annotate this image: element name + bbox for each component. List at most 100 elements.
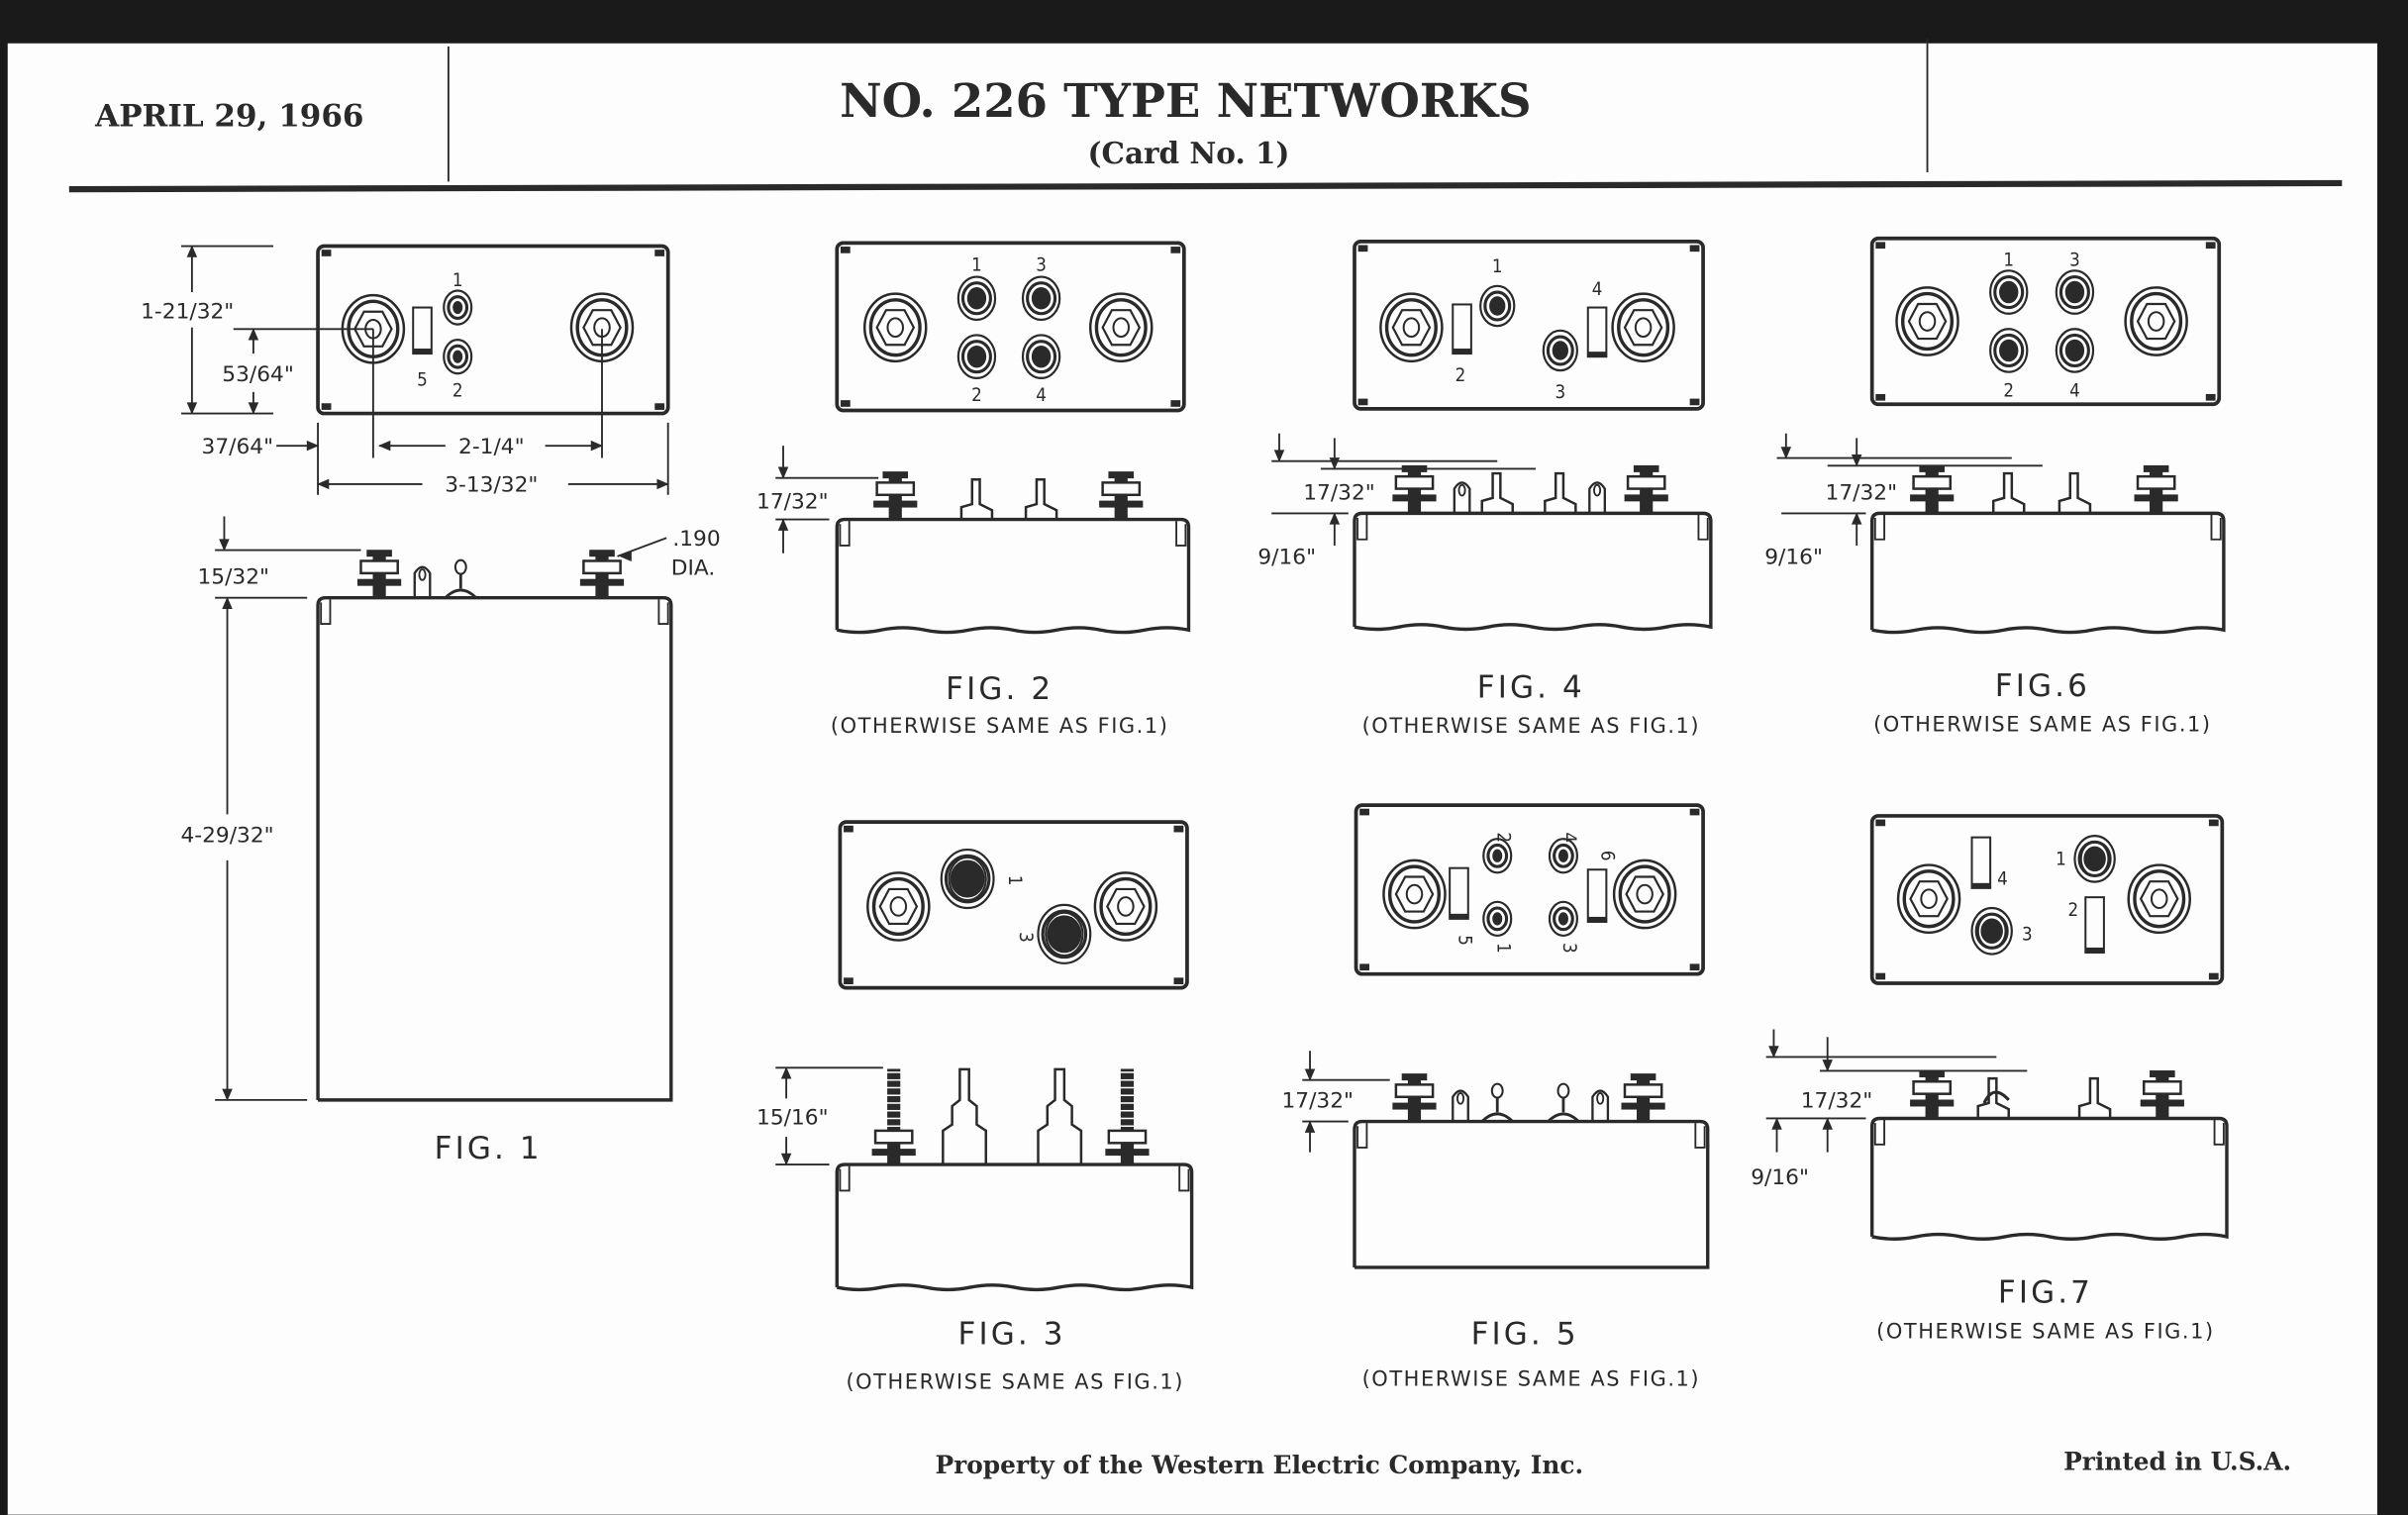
terminal-post-icon [888, 472, 902, 520]
terminal-ring [1387, 864, 1442, 924]
small-terminal-ring [1993, 274, 2025, 310]
corner-mark [1875, 393, 1886, 401]
figure-caption: (OTHERWISE SAME AS FIG.1) [831, 714, 1169, 738]
side-view-body [835, 517, 1191, 635]
terminal-washer [873, 500, 918, 508]
terminal-number: 1 [1492, 943, 1513, 954]
terminal-washer [357, 578, 402, 586]
corner-mark [844, 977, 853, 985]
terminal-cap [1919, 1070, 1945, 1077]
terminal-number: 2 [971, 385, 982, 406]
terminal-cap [366, 550, 392, 557]
top-view-panel [1869, 236, 2222, 407]
lug-hole [1593, 483, 1602, 497]
small-terminal-center [2089, 852, 2100, 865]
terminal-number: 3 [1015, 932, 1036, 943]
hex-nut-icon [875, 309, 916, 347]
figure-caption: (OTHERWISE SAME AS FIG.1) [1876, 1319, 2215, 1343]
terminal-icon [1382, 858, 1447, 930]
terminal-number: 3 [1558, 943, 1579, 954]
corner-mark [1689, 963, 1700, 971]
plunger-icon [942, 1067, 987, 1166]
small-terminal-center [1492, 912, 1503, 926]
side-view-body [1869, 1116, 2229, 1241]
side-view-body [1353, 511, 1713, 632]
terminal-stud [2150, 888, 2168, 910]
small-terminal-ring [2058, 333, 2090, 368]
arrowhead [306, 440, 320, 452]
small-terminal-ring [1049, 917, 1080, 952]
terminal-ring [2133, 869, 2186, 929]
side-view-body [835, 1162, 1194, 1292]
small-terminal-icon [1482, 900, 1513, 938]
terminal-washer [1099, 500, 1144, 508]
terminal-ring [1618, 864, 1671, 924]
arrowhead [590, 440, 603, 452]
terminal-number: 2 [2003, 381, 2014, 402]
terminal-nut [2136, 474, 2176, 490]
terminal-washer [1624, 494, 1668, 502]
terminal-icon [2127, 863, 2191, 935]
figure-caption: (OTHERWISE SAME AS FIG.1) [1362, 1366, 1701, 1390]
dim-label: 17/32" [1826, 480, 1898, 505]
terminal-nut [582, 559, 622, 575]
terminal-nut [1394, 1083, 1435, 1099]
arrowhead [1780, 447, 1792, 459]
small-terminal-icon [443, 339, 473, 375]
hook-lug-icon [2077, 1076, 2112, 1119]
dim-label: 3-13/32" [445, 473, 538, 498]
terminal-ring [1099, 876, 1153, 937]
terminal-washer [2134, 494, 2178, 502]
hook-lug-icon [2057, 471, 2092, 514]
hex-nut-icon [1391, 309, 1432, 347]
subtitle: (Card No. 1) [1088, 136, 1290, 170]
top-view-panel [1354, 803, 1705, 976]
terminal-icon [1611, 292, 1675, 363]
terminal-washer [1392, 1102, 1437, 1110]
labels: 1-21/32" 53/64" 37/64" 2-1/4" 3-13/32" 1… [141, 251, 2291, 1479]
side-view-body [1869, 511, 2226, 635]
small-terminal-center [1552, 341, 1568, 360]
terminal-cap [589, 550, 615, 557]
figure-label: FIG. 1 [435, 1131, 543, 1166]
arrowhead [186, 402, 198, 415]
figure-label: FIG. 5 [1471, 1316, 1579, 1352]
top-view-panel [1869, 814, 2225, 985]
small-terminal-ring [2083, 846, 2106, 871]
strap-terminal-edge [1449, 913, 1469, 920]
small-terminal-center [1557, 912, 1568, 926]
terminal-icon [1088, 292, 1154, 363]
terminal-stud [2147, 311, 2165, 332]
corner-mark [844, 825, 853, 833]
hook-lug-icon [1976, 1076, 2010, 1119]
corner-mark [1359, 963, 1369, 971]
hex-nut-icon [1394, 875, 1435, 913]
terminal-post-icon [1407, 466, 1422, 514]
terminal-nut [1394, 474, 1435, 490]
small-terminal-center [2064, 280, 2085, 304]
terminal-washer [1621, 1102, 1665, 1110]
terminal-nut [1912, 1080, 1953, 1095]
terminal-washer [1910, 1099, 1955, 1107]
dim-label: 17/32" [1801, 1089, 1873, 1114]
terminal-post-icon [595, 551, 609, 599]
corner-tab [657, 599, 669, 625]
terminal-cap [1630, 1073, 1656, 1081]
small-terminal-ring [952, 861, 983, 896]
arrowhead [1822, 1117, 1833, 1130]
terminal-washer [579, 578, 625, 586]
footer-printed: Printed in U.S.A. [2063, 1448, 2291, 1476]
arrowhead [656, 478, 669, 490]
terminal-stud [1636, 883, 1654, 905]
small-terminal-icon [443, 289, 473, 326]
terminal-number: 4 [2069, 381, 2080, 402]
terminal-washer [1392, 494, 1437, 502]
hex-nut-icon [878, 887, 919, 926]
small-terminal-icon [1989, 269, 2029, 315]
small-terminal-center [1492, 849, 1503, 862]
small-terminal-icon [1021, 334, 1061, 379]
terminal-nut [1912, 474, 1953, 490]
arrowhead [1304, 1068, 1316, 1081]
terminal-ring [871, 876, 925, 937]
